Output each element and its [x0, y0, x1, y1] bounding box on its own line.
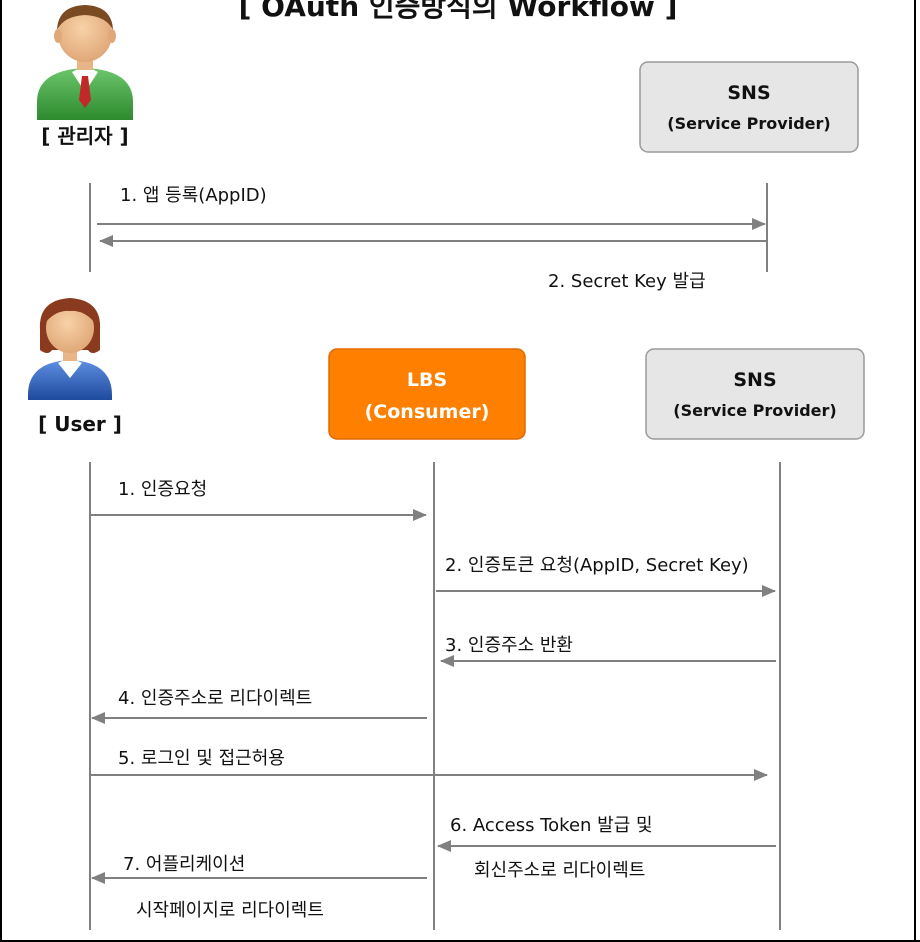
diagram-title: [ OAuth 인증방식의 Workflow ]: [239, 0, 678, 23]
user-msg-6b: 회신주소로 리다이렉트: [474, 860, 645, 881]
user-msg-2: 2. 인증토큰 요청(AppID, Secret Key): [445, 555, 749, 576]
admin-person-icon: [37, 5, 133, 120]
user-msg-6a: 6. Access Token 발급 및: [450, 815, 653, 836]
user-msg-3: 3. 인증주소 반환: [445, 635, 573, 656]
sns-bottom-box: SNS (Service Provider): [645, 348, 865, 440]
lbs-name: LBS: [407, 369, 447, 391]
admin-msg-1: 1. 앱 등록(AppID): [120, 185, 267, 206]
sns-top-name: SNS: [727, 82, 770, 104]
user-msg-7b: 시작페이지로 리다이렉트: [136, 900, 324, 921]
admin-msg-2: 2. Secret Key 발급: [548, 271, 706, 292]
sns-bottom-name: SNS: [733, 369, 776, 391]
user-msg-4: 4. 인증주소로 리다이렉트: [118, 688, 312, 709]
sns-top-sub: (Service Provider): [667, 114, 830, 133]
sns-top-box: SNS (Service Provider): [639, 61, 859, 153]
lbs-sub: (Consumer): [365, 401, 490, 423]
user-label: [ User ]: [38, 412, 122, 436]
user-msg-1: 1. 인증요청: [118, 479, 207, 500]
lbs-box: LBS (Consumer): [328, 348, 526, 440]
user-person-icon: [28, 298, 112, 400]
admin-label: [ 관리자 ]: [41, 124, 128, 148]
user-msg-5: 5. 로그인 및 접근허용: [118, 748, 285, 769]
user-msg-7a: 7. 어플리케이션: [123, 854, 245, 875]
sns-bottom-sub: (Service Provider): [673, 401, 836, 420]
